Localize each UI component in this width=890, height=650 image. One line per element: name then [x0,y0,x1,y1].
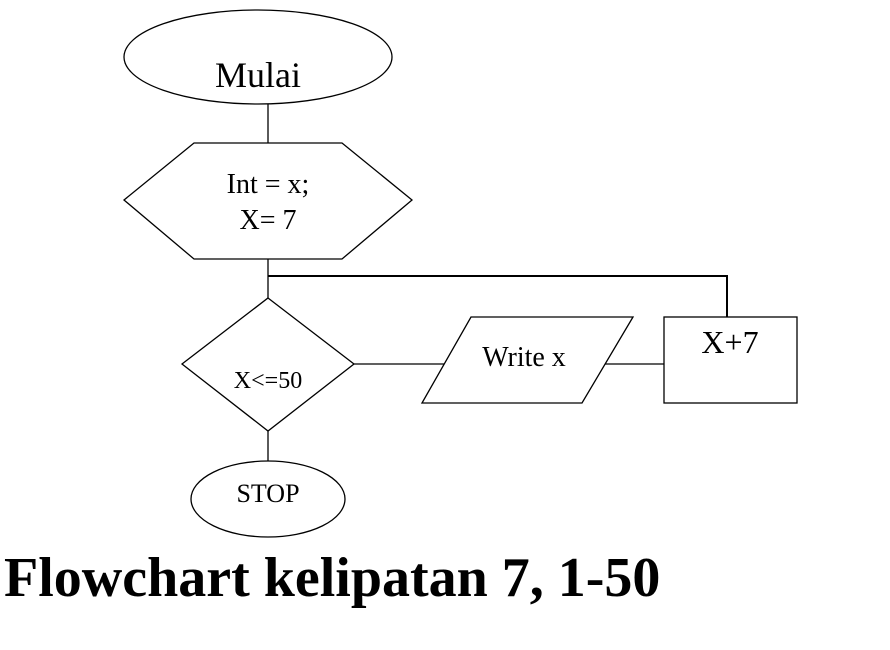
condition-label: X<=50 [234,368,302,394]
stop-terminator: STOP [190,460,346,538]
output-label: Write x [482,342,566,373]
stop-label: STOP [236,479,299,508]
init-line-2: X= 7 [239,205,296,236]
loop-back-connector [268,275,728,317]
process-node: X+7 [663,316,798,404]
init-preparation-node: Int = x; X= 7 [122,142,414,260]
start-label: Mulai [215,55,301,95]
process-label: X+7 [701,324,758,360]
output-node: Write x [420,316,635,404]
diagram-caption: Flowchart kelipatan 7, 1-50 [4,547,661,609]
condition-decision: X<=50 [180,297,356,432]
init-line-1: Int = x; [227,169,310,200]
start-terminator: Mulai [123,9,393,105]
